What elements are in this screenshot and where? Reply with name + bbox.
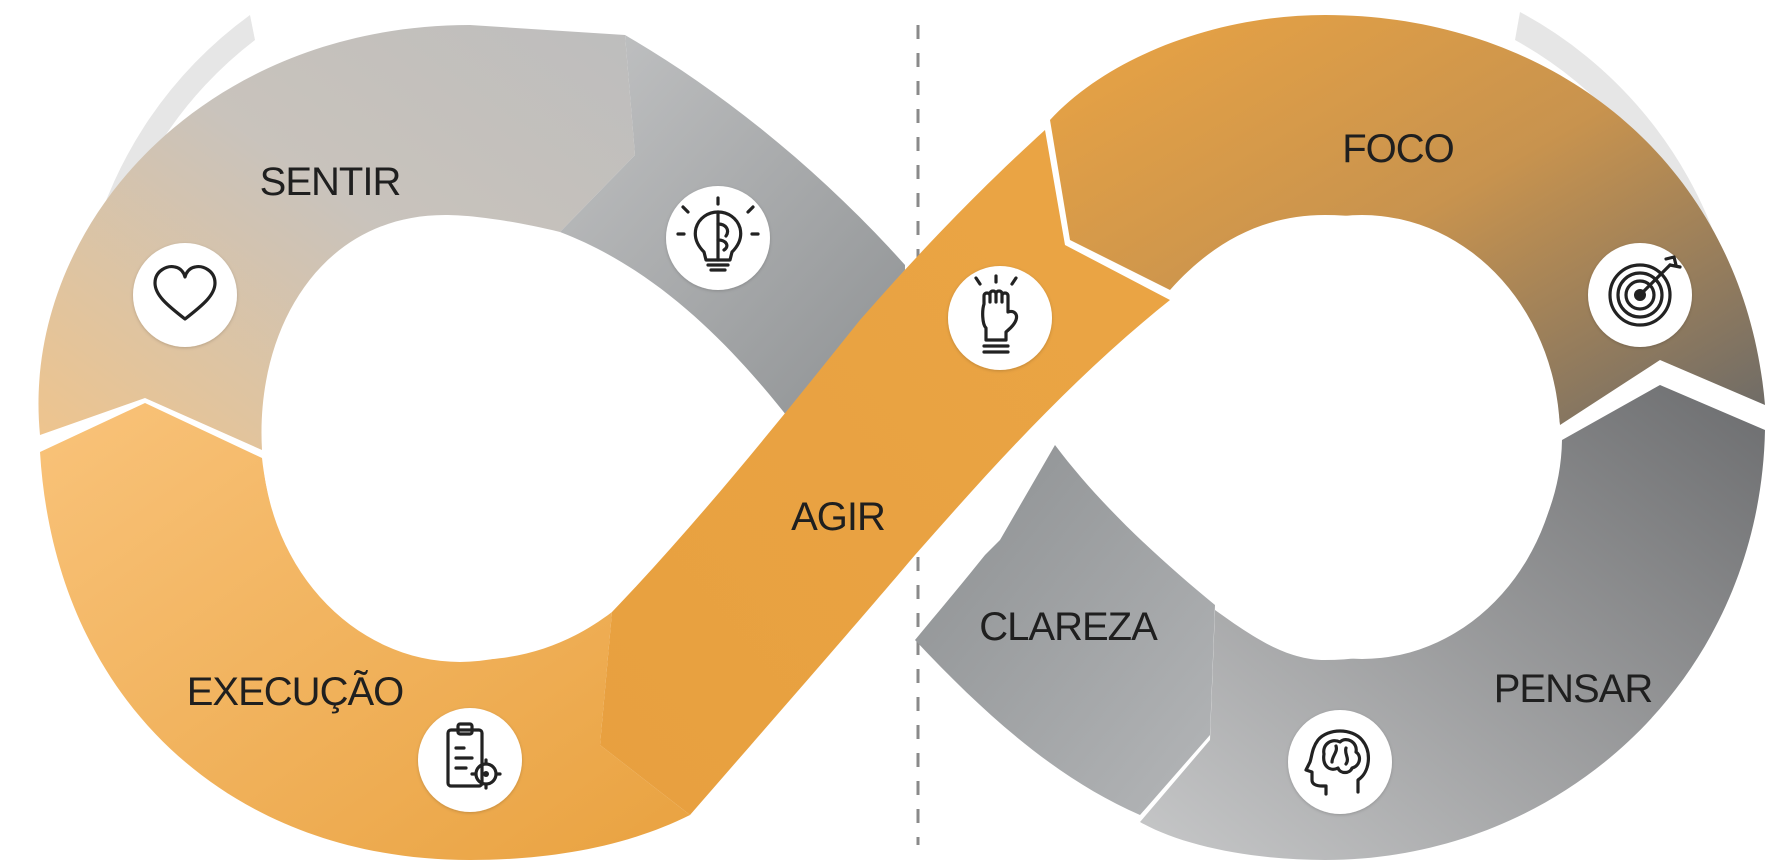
raised-fist-icon: [948, 266, 1052, 370]
target-arrow-icon: [1588, 243, 1692, 347]
head-brain-icon: [1288, 710, 1392, 814]
left-loop-hole: [262, 218, 658, 662]
segment-foco: [1050, 15, 1765, 425]
segment-clareza: [915, 445, 1215, 815]
label-pensar: PENSAR: [1494, 667, 1653, 711]
label-sentir: SENTIR: [260, 160, 401, 204]
label-clareza: CLAREZA: [979, 605, 1158, 649]
segment-execucao: [40, 403, 690, 860]
label-agir: AGIR: [791, 495, 885, 539]
heart-icon: [133, 243, 237, 347]
lightbulb-brain-icon: [666, 186, 770, 290]
label-execucao: EXECUÇÃO: [187, 669, 404, 714]
left-back-arc: [90, 15, 255, 260]
right-loop-hole: [1164, 215, 1560, 659]
label-foco: FOCO: [1342, 127, 1454, 171]
clipboard-gear-icon: [418, 708, 522, 812]
